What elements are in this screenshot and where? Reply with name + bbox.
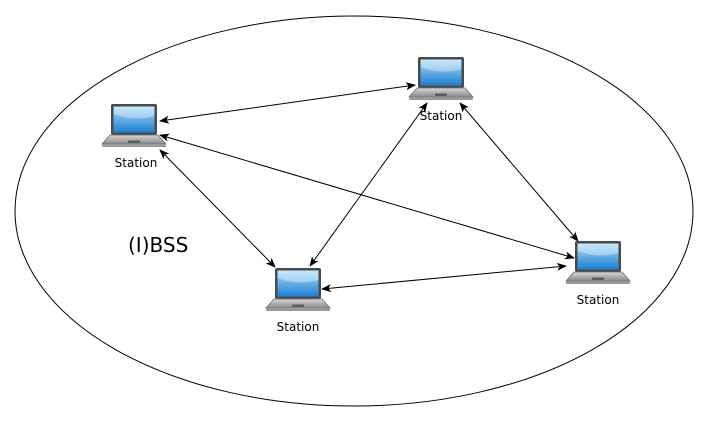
link-s1-s2 <box>159 82 416 124</box>
station-label: Station <box>577 293 620 307</box>
bss-boundary <box>14 15 694 407</box>
link-layer <box>159 82 579 293</box>
link-s2-s3 <box>309 102 428 267</box>
station-label: Station <box>115 156 158 170</box>
laptop-icon <box>408 57 474 100</box>
link-s2-s4 <box>459 102 579 242</box>
station-label: Station <box>277 320 320 334</box>
station-1: Station <box>101 104 167 170</box>
laptop-icon <box>565 241 631 284</box>
laptop-icon <box>101 104 167 147</box>
laptop-icon <box>265 268 331 311</box>
station-label: Station <box>420 109 463 123</box>
station-4: Station <box>565 241 631 307</box>
bss-label: (I)BSS <box>128 233 188 257</box>
station-2: Station <box>408 57 474 123</box>
link-s3-s4 <box>321 262 567 293</box>
station-3: Station <box>265 268 331 334</box>
link-s1-s4 <box>159 133 575 260</box>
